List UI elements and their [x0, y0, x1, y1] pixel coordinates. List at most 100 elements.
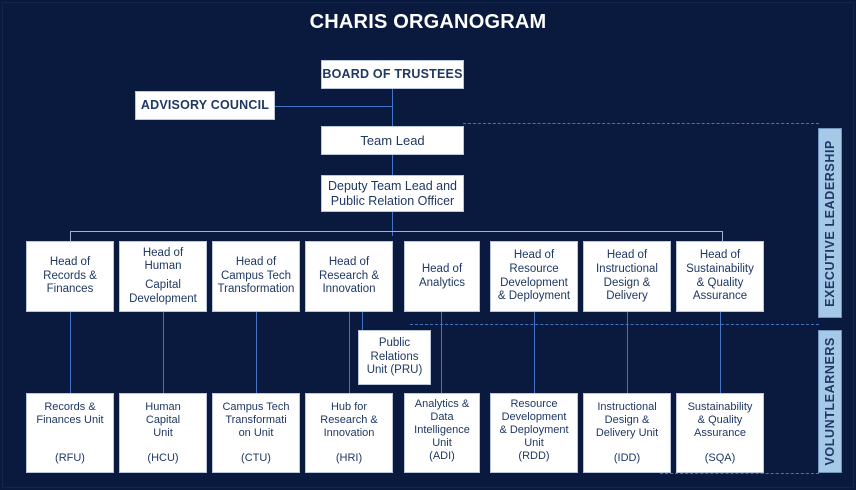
- connector-teamlead-down: [392, 155, 393, 175]
- box-label: BOARD OF TRUSTEES: [322, 67, 463, 82]
- box-label-line3: on Unit: [238, 426, 274, 439]
- box-label-line1: Head of: [235, 256, 277, 269]
- box-unit-code: (RDD): [518, 449, 550, 462]
- box-label-line1: Head of: [699, 249, 741, 262]
- box-label-line2: Human: [144, 260, 182, 273]
- box-label-line2: Transformati: [225, 413, 287, 426]
- box-label-line3: Unit: [153, 426, 173, 439]
- box-unit-code: (HRI): [335, 452, 363, 465]
- box-label-line3: Assurance: [694, 426, 746, 439]
- box-head-campus-tech-transformation[interactable]: Head of Campus Tech Transformation: [212, 241, 300, 312]
- box-label-line1: Head of: [606, 249, 648, 262]
- box-label-line2: Development: [501, 410, 567, 423]
- sidebar-band-voluntlearners: VOLUNTLEARNERS: [818, 330, 842, 473]
- box-label-line1: Analytics &: [414, 398, 470, 410]
- box-label-line1: Head of: [49, 256, 91, 269]
- box-unit-sustainability-quality-assurance[interactable]: Sustainability & Quality Assurance (SQA): [676, 393, 764, 473]
- box-label-line2: Design &: [604, 413, 650, 426]
- box-label-line3: Development: [500, 276, 568, 289]
- box-label-line4: Unit: [432, 436, 452, 449]
- box-label-line1: Sustainability: [687, 401, 753, 413]
- box-label-line3: Intelligence: [414, 423, 470, 436]
- box-label-line1: Head of: [328, 256, 370, 269]
- box-head-analytics[interactable]: Head of Analytics: [404, 241, 480, 312]
- box-label-line1: Head of: [513, 249, 555, 262]
- box-label-line3: Unit (PRU): [366, 364, 423, 377]
- box-label-line2: Analytics: [418, 276, 466, 289]
- box-label-line2: Instructional: [595, 262, 658, 275]
- box-head-records-finances[interactable]: Head of Records & Finances: [26, 241, 114, 312]
- connector-head-unit-4: [349, 312, 350, 393]
- sidebar-band-label: EXECUTIVE LEADERSHIP: [823, 139, 837, 307]
- box-unit-hub-research-innovation[interactable]: Hub for Research & Innovation (HRI): [305, 393, 393, 473]
- box-unit-code: (HCU): [147, 452, 179, 465]
- box-label-line1: Hub for: [330, 401, 368, 413]
- box-label-line3: & Deployment: [499, 423, 569, 436]
- box-unit-human-capital[interactable]: Human Capital Unit (HCU): [119, 393, 207, 473]
- box-label-line1: Public: [378, 337, 411, 350]
- box-label-line1: Deputy Team Lead and: [327, 178, 458, 193]
- connector-pru-stub: [362, 312, 363, 330]
- sidebar-band-label: VOLUNTLEARNERS: [823, 337, 837, 466]
- connector-head-unit-3: [256, 312, 257, 393]
- box-deputy-team-lead[interactable]: Deputy Team Lead and Public Relation Off…: [321, 175, 464, 212]
- connector-head-unit-1: [70, 312, 71, 393]
- box-label-line3: Finances: [46, 283, 94, 296]
- box-label-line3: Delivery Unit: [595, 426, 659, 439]
- box-unit-code: (ADI): [429, 449, 455, 462]
- box-board-of-trustees[interactable]: BOARD OF TRUSTEES: [321, 60, 464, 89]
- box-label-line3: Transformation: [217, 283, 295, 296]
- box-team-lead[interactable]: Team Lead: [321, 126, 464, 155]
- connector-head-unit-6: [534, 312, 535, 393]
- connector-head-unit-8: [720, 312, 721, 393]
- box-head-human-capital-development[interactable]: Head of Human Capital Development: [119, 241, 207, 312]
- box-label-line4: & Deployment: [497, 290, 571, 303]
- box-unit-analytics-data-intelligence[interactable]: Analytics & Data Intelligence Unit (ADI): [404, 393, 480, 473]
- page-title: CHARIS ORGANOGRAM: [309, 11, 547, 33]
- box-head-sustainability-quality-assurance[interactable]: Head of Sustainability & Quality Assuran…: [676, 241, 764, 312]
- box-head-research-innovation[interactable]: Head of Research & Innovation: [305, 241, 393, 312]
- box-label-line1: Head of: [142, 246, 184, 259]
- connector-deputy-down: [392, 212, 393, 236]
- box-unit-records-finances[interactable]: Records & Finances Unit (RFU): [26, 393, 114, 473]
- box-unit-resource-development-deployment[interactable]: Resource Development & Deployment Unit (…: [490, 393, 578, 473]
- box-label-line2: Public Relation Officer: [330, 193, 455, 208]
- box-label-line2: Campus Tech: [220, 269, 292, 282]
- box-unit-code: (CTU): [241, 452, 271, 465]
- box-label-line2: & Quality: [697, 413, 743, 426]
- box-label-line4: Unit: [524, 436, 544, 449]
- box-label-line1: Records &: [44, 401, 96, 413]
- box-label-line4: Assurance: [692, 290, 748, 303]
- box-label-line1: Head of: [421, 262, 463, 275]
- box-label-line1: Instructional: [597, 401, 657, 413]
- box-unit-campus-tech-transformation[interactable]: Campus Tech Transformati on Unit (CTU): [212, 393, 300, 473]
- box-label-line2: Relations: [370, 350, 419, 363]
- box-label-line2: Research &: [320, 413, 378, 426]
- divider-executive-top: [463, 123, 819, 124]
- box-label-line2: Records &: [43, 269, 97, 282]
- box-unit-code: (IDD): [613, 452, 641, 465]
- box-label-line1: Human: [145, 401, 181, 413]
- box-label-line1: Resource: [510, 398, 558, 410]
- connector-distribution-bar: [70, 231, 723, 241]
- box-label-line3: Innovation: [323, 426, 375, 439]
- box-label: ADVISORY COUNCIL: [140, 98, 270, 113]
- box-label-line3: Capital: [145, 279, 181, 291]
- box-label-line3: Design &: [603, 276, 651, 289]
- connector-advisory-horizontal: [275, 106, 393, 107]
- box-unit-instructional-design-delivery[interactable]: Instructional Design & Delivery Unit (ID…: [583, 393, 671, 473]
- box-unit-code: (RFU): [55, 452, 85, 465]
- box-public-relations-unit[interactable]: Public Relations Unit (PRU): [358, 330, 431, 385]
- box-advisory-council[interactable]: ADVISORY COUNCIL: [135, 91, 275, 120]
- box-label-line2: Resource: [509, 262, 559, 275]
- box-label-line3: Innovation: [322, 283, 376, 296]
- box-head-instructional-design-delivery[interactable]: Head of Instructional Design & Delivery: [583, 241, 671, 312]
- box-label-line4: Delivery: [606, 290, 648, 303]
- box-head-resource-development-deployment[interactable]: Head of Resource Development & Deploymen…: [490, 241, 578, 312]
- box-label-line2: Sustainability: [686, 262, 754, 275]
- divider-executive-bottom: [410, 324, 819, 325]
- connector-head-unit-2: [163, 312, 164, 393]
- box-label: Team Lead: [360, 132, 425, 148]
- connector-board-down: [392, 88, 393, 128]
